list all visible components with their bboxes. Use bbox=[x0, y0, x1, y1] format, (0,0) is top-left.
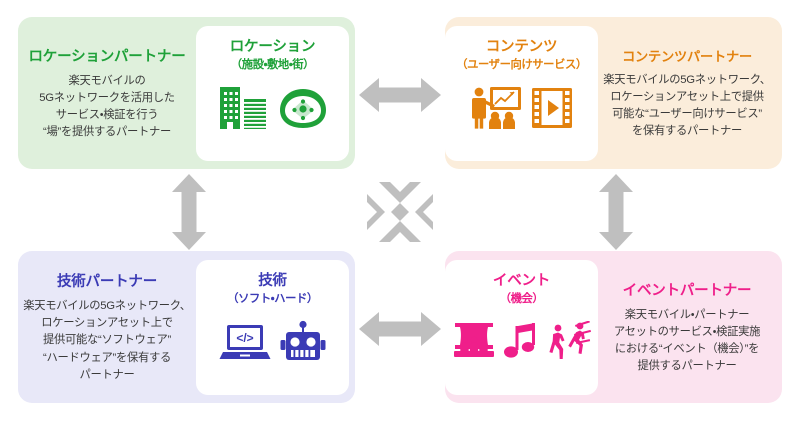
location-card-title: ロケーション bbox=[229, 38, 316, 55]
double-arrow-horizontal-icon bbox=[359, 308, 441, 350]
laptop-code-icon: </> bbox=[219, 321, 271, 363]
svg-text:</>: </> bbox=[236, 331, 253, 345]
technology-card-subtitle: （ソフト・ハード） bbox=[227, 292, 318, 305]
technology-partner-text: 技術パートナー 楽天モバイルの5Gネットワーク、ロケーションアセット上で提供可能… bbox=[18, 270, 196, 384]
arrow-location-content bbox=[359, 74, 441, 116]
presenter-icon bbox=[470, 85, 522, 131]
content-partner-text: コンテンツパートナー 楽天モバイルの5Gネットワーク、ロケーションアセット上で提… bbox=[598, 46, 776, 141]
arrow-content-event bbox=[595, 174, 637, 250]
stage-audience-icon bbox=[453, 321, 495, 363]
card-technology: 技術 （ソフト・ハード） </> bbox=[196, 259, 349, 395]
location-partner-title: ロケーションパートナー bbox=[28, 48, 186, 65]
runners-icon bbox=[547, 321, 591, 363]
card-location: ロケーション （施設・敷地・街） bbox=[196, 25, 349, 161]
content-icon-group bbox=[470, 82, 573, 134]
four-way-diagonal-arrow-icon bbox=[367, 182, 433, 242]
arrow-technology-event bbox=[359, 308, 441, 350]
double-arrow-vertical-icon bbox=[595, 174, 637, 250]
double-arrow-horizontal-icon bbox=[359, 74, 441, 116]
event-card-title: イベント bbox=[492, 272, 551, 289]
content-partner-description: 楽天モバイルの5Gネットワーク、ロケーションアセット上で提供可能な“ユーザー向け… bbox=[603, 73, 771, 138]
buildings-icon bbox=[218, 85, 270, 131]
arrow-center-cross bbox=[367, 182, 433, 242]
technology-partner-title: 技術パートナー bbox=[56, 274, 158, 291]
event-partner-description: 楽天モバイル・パートナーアセットのサービス・検証実施における“イベント（機会）”… bbox=[613, 308, 761, 373]
card-content: コンテンツ （ユーザー向けサービス） bbox=[445, 25, 598, 161]
technology-icon-group: </> bbox=[219, 316, 326, 368]
technology-partner-description: 楽天モバイルの5Gネットワーク、ロケーションアセット上で提供可能な“ソフトウェア… bbox=[23, 300, 191, 381]
content-card-title: コンテンツ bbox=[485, 38, 558, 55]
location-card-subtitle: （施設・敷地・街） bbox=[230, 58, 315, 71]
card-event: イベント （機会） bbox=[445, 259, 598, 395]
panel-technology-partner: 技術パートナー 楽天モバイルの5Gネットワーク、ロケーションアセット上で提供可能… bbox=[18, 251, 355, 403]
content-card-subtitle: （ユーザー向けサービス） bbox=[456, 58, 587, 71]
event-partner-text: イベントパートナー 楽天モバイル・パートナーアセットのサービス・検証実施における… bbox=[598, 279, 776, 376]
panel-content-partner: コンテンツ （ユーザー向けサービス） bbox=[445, 17, 782, 169]
panel-event-partner: イベント （機会） bbox=[445, 251, 782, 403]
content-partner-title: コンテンツパートナー bbox=[622, 48, 752, 64]
location-icon-group bbox=[218, 82, 327, 134]
robot-icon bbox=[280, 320, 326, 364]
film-play-icon bbox=[531, 86, 573, 130]
music-note-icon bbox=[503, 322, 538, 362]
double-arrow-vertical-icon bbox=[168, 174, 210, 250]
event-icon-group bbox=[453, 316, 591, 368]
arrow-location-technology bbox=[168, 174, 210, 250]
stadium-icon bbox=[279, 85, 327, 131]
event-card-subtitle: （機会） bbox=[499, 292, 544, 305]
technology-card-title: 技術 bbox=[258, 272, 287, 289]
event-partner-title: イベントパートナー bbox=[622, 282, 752, 299]
